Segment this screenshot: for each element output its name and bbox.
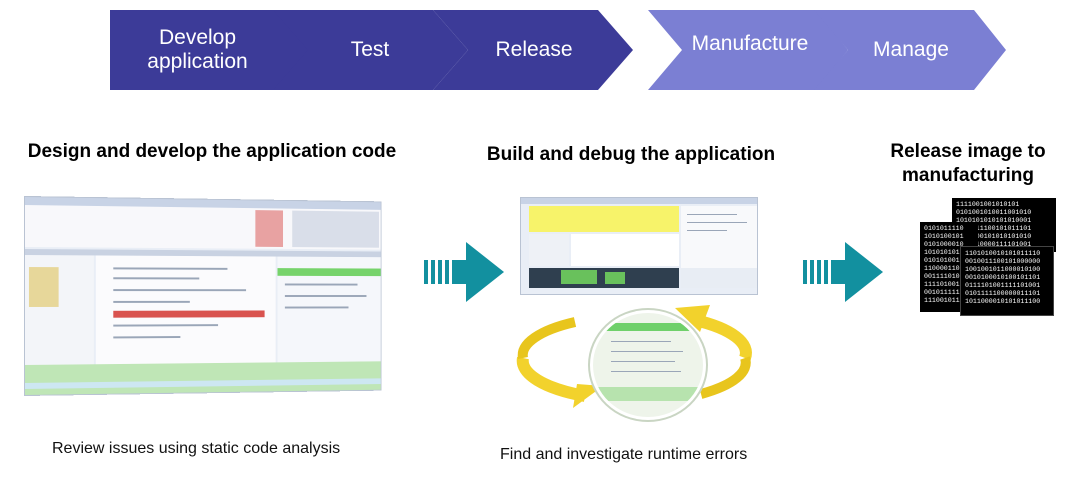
chevron-label: Release bbox=[495, 38, 573, 61]
caption-develop: Review issues using static code analysis bbox=[52, 440, 341, 457]
ide-screenshot-debugger bbox=[520, 197, 758, 295]
chevron-label: Manage bbox=[873, 38, 949, 61]
arrow-right-icon bbox=[424, 242, 504, 302]
chevron-shape bbox=[433, 10, 633, 90]
arrow-right-icon bbox=[803, 242, 883, 302]
ide-screenshot-static-analysis bbox=[24, 196, 382, 396]
chevron-manufacture: Manufacture bbox=[648, 10, 848, 90]
chevron-label: Test bbox=[350, 38, 390, 61]
chevron-release: Release bbox=[433, 10, 633, 90]
stage-heading-build: Build and debug the application bbox=[486, 144, 776, 165]
chevron-shape bbox=[814, 10, 1006, 90]
chevron-test: Test bbox=[273, 10, 468, 90]
magnifier-lens bbox=[590, 310, 706, 420]
chevron-label: Develop application bbox=[147, 26, 248, 73]
stage-heading-develop: Design and develop the application code bbox=[27, 141, 397, 162]
caption-build: Find and investigate runtime errors bbox=[500, 446, 748, 463]
binary-image-back: 1111001001010101 0101001010011001010 101… bbox=[952, 198, 1056, 252]
chevron-develop-application: Develop application bbox=[110, 10, 310, 90]
binary-image-front: 1101010010101011110 0010011100101000000 … bbox=[960, 246, 1054, 316]
chevron-shape bbox=[110, 10, 310, 90]
stage-heading-release: Release image to manufacturing bbox=[890, 141, 1046, 186]
chevron-label: Manufacture bbox=[691, 32, 809, 55]
chevron-manage: Manage bbox=[814, 10, 1006, 90]
chevron-shape bbox=[273, 10, 468, 90]
chevron-shape bbox=[648, 10, 848, 90]
debug-cycle-arrows bbox=[516, 305, 752, 408]
